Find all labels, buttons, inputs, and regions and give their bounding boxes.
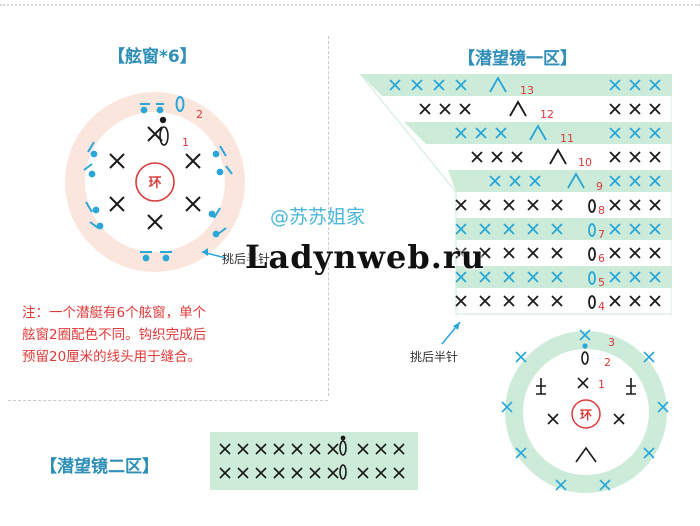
porthole-back-loop-label: 挑后半针 bbox=[222, 252, 271, 266]
zone1-center-ring bbox=[571, 399, 601, 429]
zone1-band-13 bbox=[360, 74, 672, 96]
porthole-round1-label: 1 bbox=[182, 136, 189, 149]
row-number-11: 11 bbox=[560, 132, 574, 145]
row-number-5: 5 bbox=[598, 276, 605, 289]
row-number-13: 13 bbox=[520, 84, 534, 97]
horizontal-divider bbox=[8, 400, 328, 401]
zone1-round-3: 3 bbox=[608, 336, 615, 349]
row-number-6: 6 bbox=[598, 252, 605, 265]
row-number-4: 4 bbox=[598, 300, 605, 313]
porthole-ring-label: 环 bbox=[148, 176, 161, 191]
zone2-stitches bbox=[219, 440, 405, 480]
row-number-10: 10 bbox=[578, 156, 592, 169]
zone1-pointer bbox=[441, 321, 461, 345]
row-number-8: 8 bbox=[598, 204, 605, 217]
periscope-zone2-chart bbox=[210, 432, 418, 490]
zone1-band-9 bbox=[448, 170, 672, 192]
note-line-1: 注：一个潜艇有6个舷窗，单个 bbox=[22, 305, 207, 321]
porthole-title: 【舷窗*6】 bbox=[108, 47, 197, 67]
zone1-band-4 bbox=[456, 290, 672, 312]
zone1-band-12 bbox=[382, 98, 672, 120]
vertical-divider bbox=[328, 36, 329, 396]
zone1-lower-stitches bbox=[455, 199, 661, 309]
porthole-pointer bbox=[201, 248, 227, 259]
periscope-zone1-title: 【潜望镜一区】 bbox=[458, 49, 577, 69]
porthole-blue-stitches bbox=[83, 96, 233, 262]
zone1-round-1: 1 bbox=[598, 378, 605, 391]
porthole-start-dot bbox=[159, 116, 167, 124]
site-watermark: Ladynweb.ru bbox=[245, 238, 486, 276]
periscope-zone1-chart: 13 12 11 10 9 8 7 6 5 4 bbox=[360, 74, 672, 315]
zone1-round-stitches bbox=[501, 329, 669, 491]
porthole-center-ring bbox=[135, 162, 175, 202]
zone2-background bbox=[210, 432, 418, 490]
zone1-round-ring-label: 环 bbox=[580, 408, 592, 422]
pattern-note: 注：一个潜艇有6个舷窗，单个 舷窗2圈配色不同。钩织完成后 预留20厘米的线头用… bbox=[22, 302, 322, 368]
porthole-chart: 环 1 2 bbox=[65, 92, 245, 272]
periscope-zone2-title: 【潜望镜二区】 bbox=[40, 457, 159, 477]
zone1-band-11 bbox=[404, 122, 672, 144]
zone1-band-5 bbox=[456, 266, 672, 288]
row-number-9: 9 bbox=[596, 180, 603, 193]
porthole-start-loop bbox=[159, 126, 169, 146]
author-watermark: @苏苏姐家 bbox=[270, 206, 366, 228]
zone1-back-loop-label: 挑后半针 bbox=[410, 350, 459, 364]
zone1-band-8 bbox=[456, 194, 672, 216]
row-number-12: 12 bbox=[540, 108, 554, 121]
porthole-outer-ring bbox=[65, 92, 245, 272]
zone1-stitches bbox=[389, 76, 661, 189]
zone1-round-chart: 环 3 2 1 bbox=[501, 329, 669, 493]
note-line-3: 预留20厘米的线头用于缝合。 bbox=[22, 349, 202, 365]
zone1-band-6 bbox=[456, 242, 672, 264]
zone1-row-numbers: 13 12 11 10 9 8 7 6 5 4 bbox=[520, 84, 605, 313]
top-dotted-border bbox=[0, 4, 700, 6]
zone1-round-2: 2 bbox=[604, 356, 611, 369]
zone1-band-7 bbox=[456, 218, 672, 240]
row-number-7: 7 bbox=[598, 228, 605, 241]
zone1-outline bbox=[360, 74, 672, 315]
note-line-2: 舷窗2圈配色不同。钩织完成后 bbox=[22, 327, 207, 343]
porthole-round2-label: 2 bbox=[196, 108, 203, 121]
